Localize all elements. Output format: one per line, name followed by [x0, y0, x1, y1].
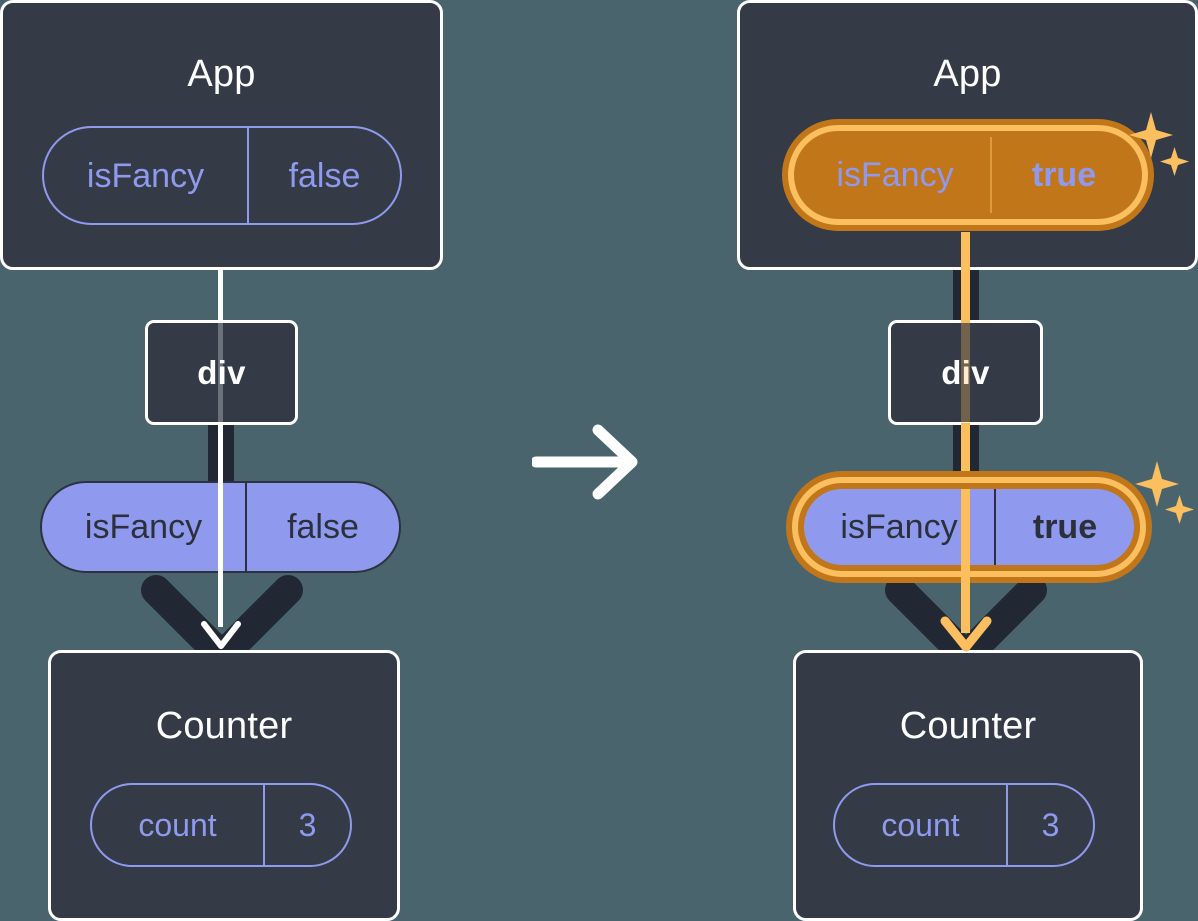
left-counter-state-divider	[263, 785, 265, 865]
right-wire-app-to-div	[961, 232, 970, 323]
right-div-label: div	[941, 353, 990, 391]
left-wire-app-to-div	[218, 267, 223, 323]
right-app-sparkles-icon	[1129, 112, 1189, 176]
left-counter-state-pill: count 3	[90, 783, 352, 867]
left-props-value: false	[287, 508, 359, 546]
right-arrowhead-icon	[940, 616, 992, 652]
right-counter-state-value: 3	[1041, 807, 1060, 843]
right-app-title: App	[933, 53, 1002, 95]
right-wire-pill-to-counter	[961, 489, 970, 633]
left-div-box: div	[145, 320, 298, 425]
left-props-key: isFancy	[84, 508, 203, 546]
left-app-state-value: false	[288, 156, 361, 195]
left-app-state-key: isFancy	[86, 156, 205, 195]
left-wire-pill-to-counter	[218, 481, 223, 627]
left-app-title: App	[187, 53, 256, 95]
right-props-key: isFancy	[840, 508, 958, 546]
left-counter-state-key: count	[138, 807, 217, 843]
right-counter-state-key: count	[881, 807, 960, 843]
left-app-state-pill: isFancy false	[42, 126, 402, 225]
right-counter-state-divider	[1006, 785, 1008, 865]
right-app-state-highlight-ring-inner	[788, 125, 1148, 225]
right-wire-through-div	[961, 323, 970, 423]
right-app-state-highlight-ring	[782, 119, 1154, 231]
left-counter-state-value: 3	[298, 807, 317, 843]
left-wire-div-to-pill	[218, 423, 223, 485]
right-counter-title: Counter	[899, 705, 1037, 747]
left-app-state-divider	[247, 128, 249, 223]
right-app-state-pill: isFancy true	[800, 137, 1136, 213]
left-counter-title: Counter	[155, 705, 293, 747]
left-props-divider	[245, 483, 247, 571]
left-div-label: div	[197, 353, 246, 391]
transition-arrow-right-icon	[532, 424, 638, 500]
right-props-sparkles-icon	[1135, 461, 1194, 524]
right-wire-div-to-pill	[961, 423, 970, 485]
right-props-divider	[994, 489, 996, 565]
left-wire-through-div	[218, 323, 223, 423]
left-arrowhead-icon	[201, 621, 241, 649]
right-counter-state-pill: count 3	[833, 783, 1095, 867]
right-app-state-divider	[990, 137, 992, 213]
right-props-value: true	[1032, 508, 1098, 546]
right-app-state-key: isFancy	[836, 156, 954, 194]
right-app-state-value: true	[1031, 156, 1097, 194]
